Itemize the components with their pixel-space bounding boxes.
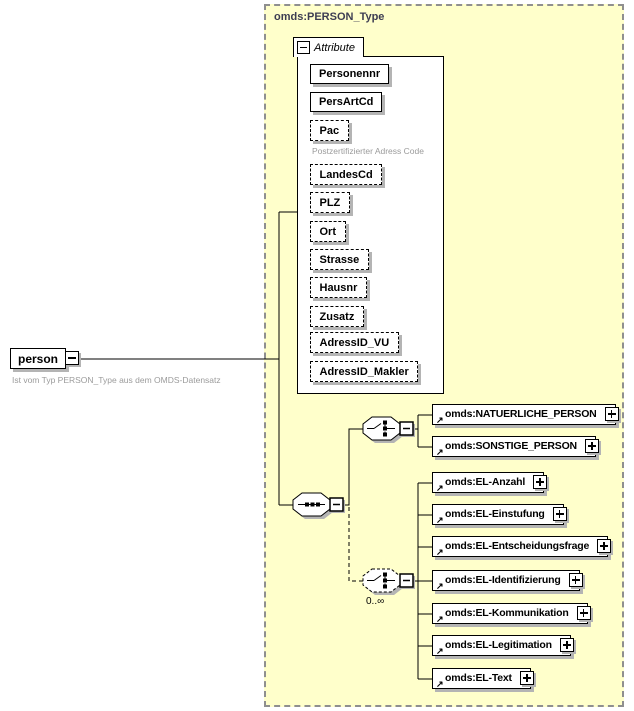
attribute-personennr[interactable]: Personennr (310, 64, 390, 84)
reference-arrow-icon: ↗ (436, 483, 444, 493)
attribute-persartcd[interactable]: PersArtCd (310, 92, 383, 112)
attribute-adressid-makler[interactable]: AdressID_Makler (310, 361, 419, 382)
attribute-hausnr[interactable]: Hausnr (310, 277, 367, 298)
element-label: omds:EL-Legitimation (445, 639, 552, 651)
sequence-icon[interactable] (292, 492, 350, 524)
element-label: omds:EL-Einstufung (445, 508, 545, 520)
expand-el-anzahl-icon[interactable] (533, 475, 548, 489)
expand-sonstige-person-icon[interactable] (584, 439, 599, 453)
element-label: omds:EL-Text (445, 672, 512, 684)
element-label: omds:EL-Anzahl (445, 476, 526, 488)
expand-el-legitimation-icon[interactable] (559, 638, 574, 652)
occurrence-label: 0..∞ (366, 596, 385, 607)
element-el-entscheidungsfrage[interactable]: ↗ omds:EL-Entscheidungsfrage (432, 536, 612, 557)
element-el-kommunikation[interactable]: ↗ omds:EL-Kommunikation (432, 603, 591, 624)
attribute-zusatz[interactable]: Zusatz (310, 306, 364, 327)
element-label: omds:EL-Entscheidungsfrage (445, 540, 590, 552)
attribute-landescd[interactable]: LandesCd (310, 164, 383, 185)
expand-el-entscheidungsfrage-icon[interactable] (597, 539, 612, 553)
element-person-label: person (18, 351, 59, 366)
reference-arrow-icon: ↗ (436, 415, 444, 425)
element-el-einstufung[interactable]: ↗ omds:EL-Einstufung (432, 504, 567, 525)
collapse-person-icon[interactable] (65, 351, 80, 365)
element-el-text[interactable]: ↗ omds:EL-Text (432, 668, 534, 689)
expand-natuerliche-person-icon[interactable] (604, 407, 619, 421)
expand-el-identifizierung-icon[interactable] (568, 573, 583, 587)
reference-arrow-icon: ↗ (436, 515, 444, 525)
element-label: omds:EL-Identifizierung (445, 574, 561, 586)
reference-arrow-icon: ↗ (436, 614, 444, 624)
element-label: omds:NATUERLICHE_PERSON (445, 408, 597, 420)
attributes-tab-label: Attribute (314, 41, 355, 54)
container-title: omds:PERSON_Type (274, 11, 385, 23)
element-el-anzahl[interactable]: ↗ omds:EL-Anzahl (432, 472, 548, 493)
attribute-pac[interactable]: Pac (310, 120, 349, 141)
expand-el-kommunikation-icon[interactable] (576, 606, 591, 620)
collapse-attributes-icon[interactable] (297, 41, 310, 54)
person-annotation: Ist vom Typ PERSON_Type aus dem OMDS-Dat… (12, 375, 221, 385)
attribute-adressid-vu[interactable]: AdressID_VU (310, 332, 399, 353)
attributes-tab[interactable]: Attribute (293, 37, 364, 57)
expand-el-einstufung-icon[interactable] (552, 507, 567, 521)
attribute-strasse[interactable]: Strasse (310, 249, 369, 270)
reference-arrow-icon: ↗ (436, 679, 444, 689)
reference-arrow-icon: ↗ (436, 447, 444, 457)
expand-el-text-icon[interactable] (519, 671, 534, 685)
element-label: omds:SONSTIGE_PERSON (445, 440, 577, 452)
attribute-ort[interactable]: Ort (310, 221, 346, 242)
element-person[interactable]: person (10, 348, 80, 369)
attribute-plz[interactable]: PLZ (310, 192, 350, 213)
optional-choice-icon[interactable] (362, 568, 420, 600)
reference-arrow-icon: ↗ (436, 547, 444, 557)
element-sonstige-person[interactable]: ↗ omds:SONSTIGE_PERSON (432, 436, 599, 457)
reference-arrow-icon: ↗ (436, 581, 444, 591)
element-el-legitimation[interactable]: ↗ omds:EL-Legitimation (432, 635, 574, 656)
element-natuerliche-person[interactable]: ↗ omds:NATUERLICHE_PERSON (432, 404, 619, 425)
choice-icon[interactable] (362, 416, 420, 448)
element-label: omds:EL-Kommunikation (445, 607, 569, 619)
attribute-pac-annotation: Postzertifizierter Adress Code (312, 146, 424, 156)
element-el-identifizierung[interactable]: ↗ omds:EL-Identifizierung (432, 570, 583, 591)
reference-arrow-icon: ↗ (436, 646, 444, 656)
